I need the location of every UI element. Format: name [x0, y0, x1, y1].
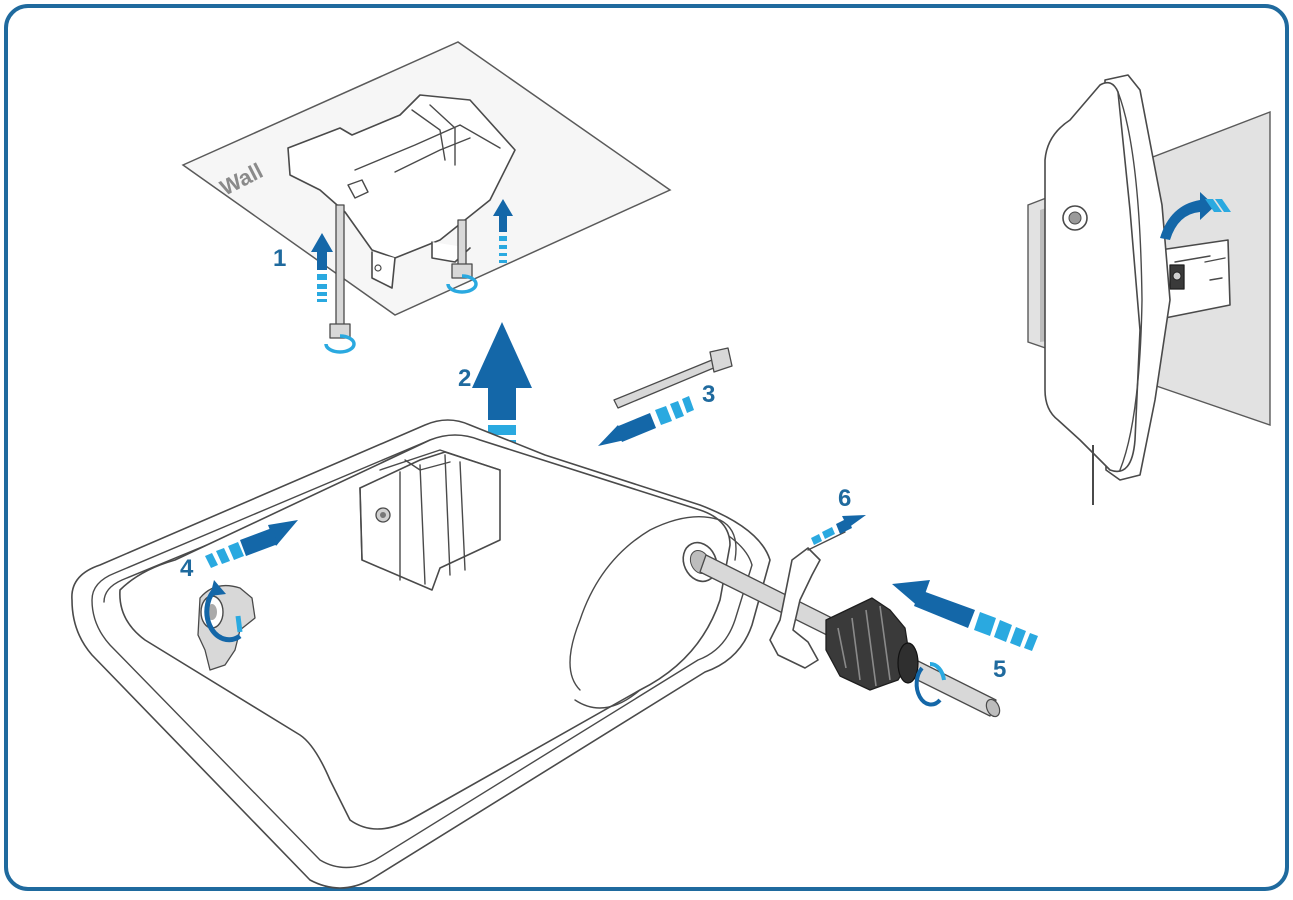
left-arrow-icon [892, 580, 1038, 651]
step-5-label: 5 [993, 656, 1006, 683]
step-6-label: 6 [838, 485, 851, 512]
step-2-label: 2 [458, 365, 471, 392]
cable-assembly [699, 531, 1001, 718]
wall-bracket-group: Wall [181, 41, 672, 354]
step-3-label: 3 [702, 381, 715, 408]
right-arrow-icon [205, 520, 298, 568]
up-arrow-icon [311, 233, 333, 302]
rotate-arrow-icon [914, 666, 942, 707]
bolt-1 [335, 204, 345, 334]
bracket-body [287, 94, 516, 259]
right-arrow-icon [811, 515, 866, 545]
rotate-arrow-icon [446, 274, 478, 294]
cable-tie [769, 547, 821, 669]
bolt-2 [457, 219, 467, 269]
device-bracket [359, 449, 501, 591]
rotate-arrow-icon [324, 334, 356, 354]
up-arrow-icon [493, 199, 513, 263]
left-arrow-icon [598, 396, 694, 446]
step-1-label: 1 [273, 245, 286, 272]
curved-arrow-icon [1160, 192, 1231, 240]
mounted-device-group [1027, 74, 1271, 505]
step-4-label: 4 [180, 555, 194, 582]
device-back-group: 6 5 4 [71, 419, 1038, 889]
long-bolt [613, 347, 733, 409]
